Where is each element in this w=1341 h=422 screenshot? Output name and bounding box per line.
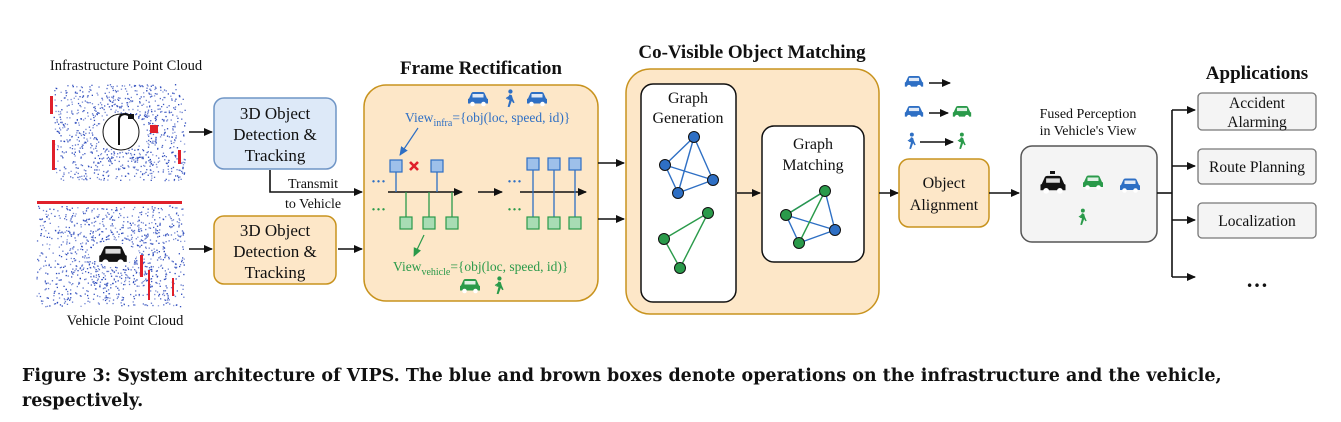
transmit-arrow [269,170,363,196]
timeline-before: ··· ··· [371,159,463,230]
svg-text:···: ··· [371,174,386,190]
transmit-label-line2: to Vehicle [285,197,341,212]
applications-connector [1157,106,1196,281]
app-accident-line2: Alarming [1227,114,1287,131]
infra-detection-line3: Tracking [245,146,306,165]
frame-rectification-title: Frame Rectification [400,58,562,79]
co-visible-title: Co-Visible Object Matching [638,42,866,63]
fused-label-line2: in Vehicle's View [1040,124,1138,139]
transmit-label-line1: Transmit [288,177,338,192]
cross-icon [409,161,419,171]
vehicle-detection-line1: 3D Object [240,221,311,240]
graph-generation-line1: Graph [668,90,708,107]
svg-text:···: ··· [507,202,522,218]
app-accident-line1: Accident [1229,95,1286,112]
app-route-planning: Route Planning [1197,148,1317,185]
figure-caption: Figure 3: System architecture of VIPS. T… [22,366,1222,411]
view-infra-label: Viewinfra={obj(loc, speed, id)} [405,110,570,129]
infra-detection-line1: 3D Object [240,104,311,123]
infra-detection-box: 3D Object Detection & Tracking [213,97,337,170]
car-icon [904,76,924,90]
object-alignment-line1: Object [923,175,966,192]
infra-detection-line2: Detection & [233,125,317,144]
graph-generation-box: Graph Generation [640,83,737,303]
object-alignment-line2: Alignment [910,197,979,214]
fused-label-line1: Fused Perception [1040,107,1137,122]
app-more-ellipsis: … [1246,267,1268,292]
vehicle-cloud-label: Vehicle Point Cloud [67,313,185,329]
vehicle-detection-box: 3D Object Detection & Tracking [213,215,337,285]
svg-text:···: ··· [507,174,522,190]
svg-text:···: ··· [371,202,386,218]
pedestrian-icon [907,132,916,149]
vehicle-point-cloud [34,201,186,308]
infra-point-cloud [50,84,187,182]
app-route-label: Route Planning [1209,159,1305,176]
timeline-after: ··· ··· [507,157,587,230]
graph-matching-box: Graph Matching [761,125,865,263]
graph-generation-line2: Generation [652,110,723,127]
infra-cloud-label: Infrastructure Point Cloud [50,58,203,74]
car-icon [952,106,972,120]
graph-matching-line1: Graph [793,136,833,153]
frame-rectification-box [363,84,599,302]
pedestrian-icon [957,132,966,149]
fused-perception-box [1020,145,1158,243]
vehicle-detection-line3: Tracking [245,263,306,282]
view-vehicle-label: Viewvehicle={obj(loc, speed, id)} [393,259,568,278]
app-accident-alarming: Accident Alarming [1197,92,1317,131]
vehicle-detection-line2: Detection & [233,242,317,261]
app-localization-label: Localization [1218,213,1296,230]
app-localization: Localization [1197,202,1317,239]
alignment-icons [904,76,972,149]
car-icon [904,106,924,120]
object-alignment-box: Object Alignment [898,158,990,228]
applications-title: Applications [1206,63,1308,84]
graph-matching-line2: Matching [782,157,843,174]
